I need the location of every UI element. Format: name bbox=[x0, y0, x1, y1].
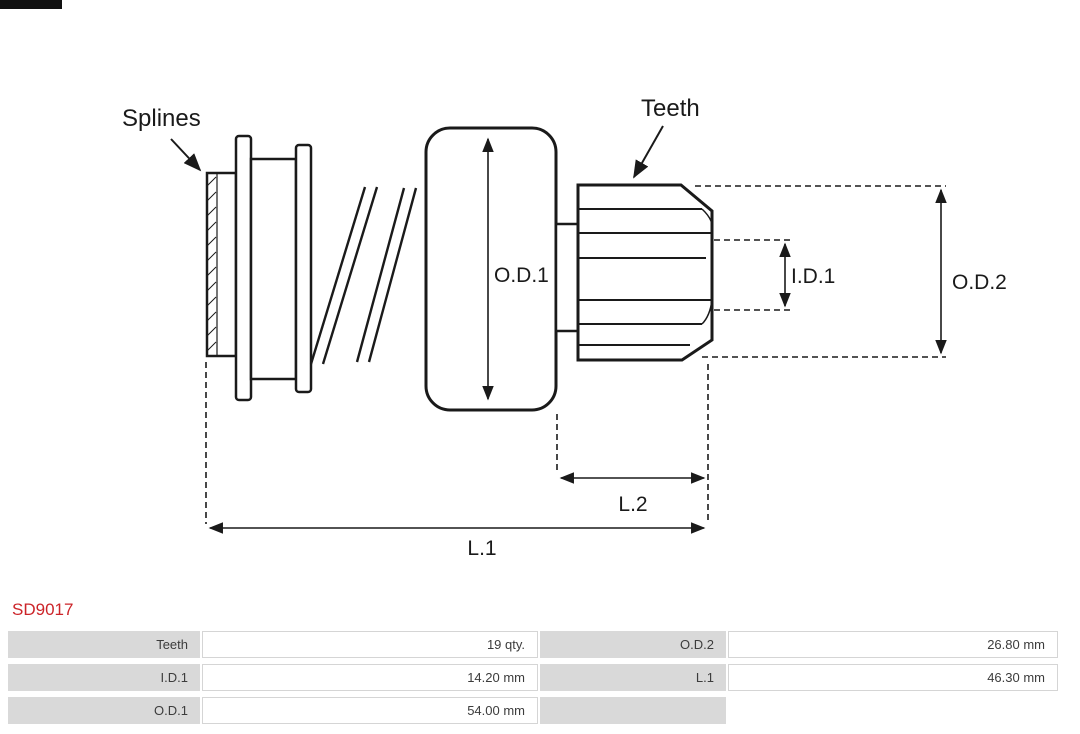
dimension-arrows bbox=[208, 137, 947, 534]
leader-arrows bbox=[170, 125, 664, 179]
spec-label-cell: L.1 bbox=[540, 664, 726, 691]
spec-value-cell: 46.30 mm bbox=[728, 664, 1058, 691]
spec-label-cell bbox=[540, 697, 726, 724]
pinion-gear bbox=[576, 183, 714, 362]
spec-label-cell: O.D.1 bbox=[8, 697, 200, 724]
starter-drive-diagram: Splines Teeth O.D.1 I.D.1 O.D.2 L.2 L.1 bbox=[122, 95, 1007, 560]
od2-label: O.D.2 bbox=[952, 271, 1007, 294]
shaft-neck bbox=[554, 222, 580, 333]
diagram-svg: Splines Teeth O.D.1 I.D.1 O.D.2 L.2 L.1 bbox=[122, 95, 1007, 560]
spec-table: Teeth 19 qty. O.D.2 26.80 mm I.D.1 14.20… bbox=[8, 631, 1058, 724]
teeth-label: Teeth bbox=[641, 95, 700, 122]
spec-value-cell: 19 qty. bbox=[202, 631, 538, 658]
logo-bar bbox=[0, 0, 62, 9]
spec-label-cell: O.D.2 bbox=[540, 631, 726, 658]
spec-value-cell: 14.20 mm bbox=[202, 664, 538, 691]
spec-label-cell: Teeth bbox=[8, 631, 200, 658]
splines-label: Splines bbox=[122, 105, 201, 132]
teeth-leader-arrow bbox=[633, 125, 664, 179]
l1-label: L.1 bbox=[467, 537, 496, 560]
od1-label: O.D.1 bbox=[494, 264, 549, 287]
spring bbox=[309, 186, 418, 365]
l2-label: L.2 bbox=[618, 493, 647, 516]
construction-lines bbox=[205, 185, 946, 524]
flange-rear bbox=[294, 143, 313, 394]
spec-value-cell bbox=[728, 697, 1058, 724]
hub bbox=[249, 157, 298, 381]
flange-front bbox=[234, 134, 253, 402]
part-number: SD9017 bbox=[12, 600, 74, 619]
spec-value-cell: 26.80 mm bbox=[728, 631, 1058, 658]
id1-label: I.D.1 bbox=[791, 265, 835, 288]
spec-value-cell: 54.00 mm bbox=[202, 697, 538, 724]
spline-shaft bbox=[205, 171, 238, 358]
spec-label-cell: I.D.1 bbox=[8, 664, 200, 691]
splines-leader-arrow bbox=[170, 138, 202, 172]
